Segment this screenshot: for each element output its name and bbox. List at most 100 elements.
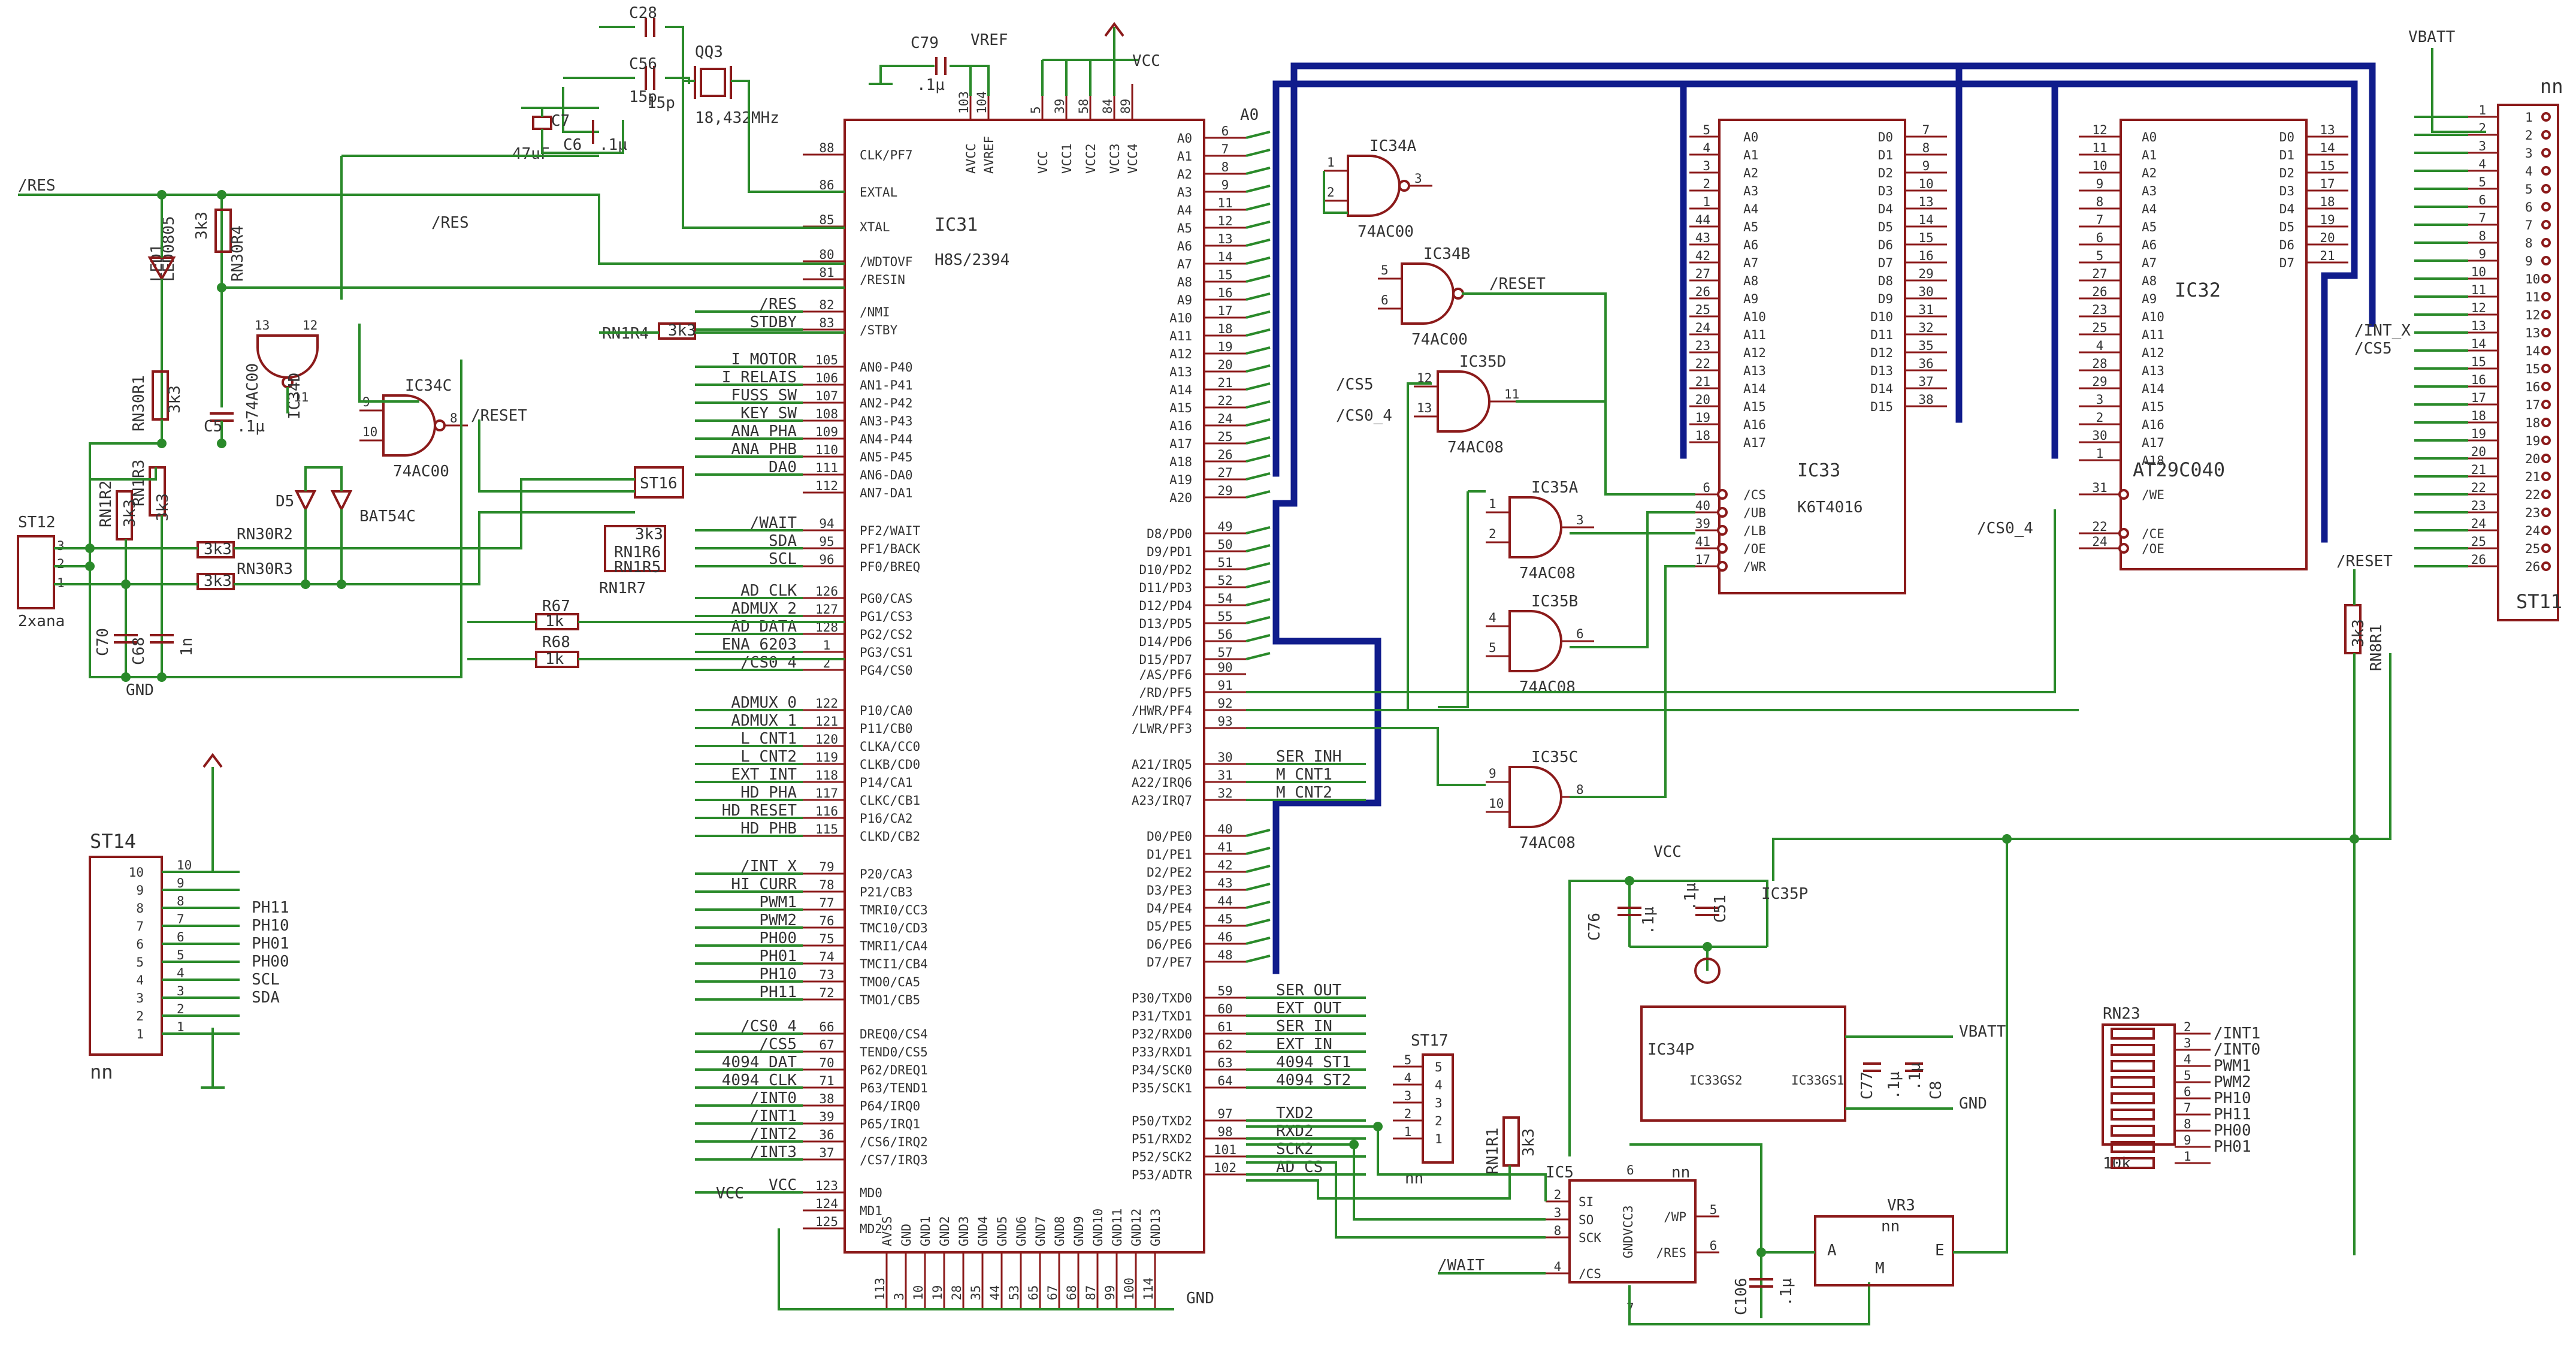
ic31-right-pin-name: A2 (1177, 167, 1192, 182)
ic31-left-pin-name: P64/IRQ0 (860, 1099, 920, 1113)
ic33-addr-pin-num: 24 (1695, 321, 1710, 335)
ic31-left-pin-name: PG1/CS3 (860, 609, 913, 624)
rn23-net: /INT1 (2214, 1025, 2260, 1043)
spi-sck-wire (1246, 1161, 1546, 1239)
reset-network: /RES /RES 3k3 RN30R4 LED0805 LED1 C5 .1µ… (18, 155, 845, 699)
ic31-bus-entry (1245, 937, 1271, 945)
ic31-right-pin-num: 61 (1217, 1020, 1232, 1034)
ic31-right-pin-name: D12/PD4 (1139, 599, 1192, 613)
gate-name: IC34A (1369, 137, 1417, 155)
st14-net: PH11 (252, 899, 289, 917)
gate-body (1508, 766, 1562, 828)
ic31-left-pin-name: AN5-P45 (860, 450, 913, 464)
rn30r4-value: 3k3 (193, 212, 211, 240)
ic31-top-pin-name: AVCC (964, 143, 978, 174)
ic32-data-pin-num: 20 (2320, 231, 2335, 245)
ic31-right-pin-name: /LWR/PF3 (1132, 721, 1192, 736)
c79-name: C79 (911, 34, 939, 52)
st11-pin-label: 7 (2525, 218, 2533, 232)
ic31-right-pin-num: 40 (1217, 822, 1232, 836)
ic5-left-pin-name: /CS (1579, 1267, 1601, 1281)
ic32-addr-pin-name: A8 (2142, 274, 2157, 288)
rn23-pin-num: 4 (2184, 1052, 2191, 1067)
gnd-bottom-label: GND (1186, 1289, 1214, 1307)
vr3-regulator: VR3 nn A M E (1761, 653, 2391, 1287)
ic32-ctrl-pin-name: /CE (2142, 527, 2164, 541)
rn23-resistor (2111, 1092, 2155, 1104)
st17-pin-label: 3 (1435, 1096, 1443, 1110)
ic31-right-pin-num: 101 (1214, 1143, 1236, 1157)
ic31-right-pin-name: P30/TXD0 (1132, 991, 1192, 1005)
gate-name: IC34B (1423, 245, 1470, 263)
c5-value: .1µ (237, 418, 265, 436)
ic31-bottom-pin-num: 53 (1007, 1285, 1021, 1300)
gate-pin-num: 5 (1489, 641, 1496, 655)
ic31-left-pin-num: 123 (815, 1179, 838, 1193)
ic31-bottom-pin-num: 87 (1084, 1285, 1098, 1300)
st11-pin-num: 17 (2471, 391, 2486, 405)
ic33-addr-pin-num: 22 (1695, 357, 1710, 371)
ic32-data-pin-num: 14 (2320, 141, 2335, 155)
st11-pin-label: 25 (2525, 542, 2540, 556)
st11-pin-marker (2541, 436, 2551, 445)
ic31-bottom-pin-num: 65 (1026, 1285, 1041, 1300)
gate-out-wires (1570, 511, 1695, 798)
st14-net: PH10 (252, 917, 289, 935)
ic31-left-pin-num: 70 (819, 1056, 834, 1070)
ic31-bus-entry (1245, 418, 1271, 427)
c78-value: .1µ (1885, 1071, 1903, 1100)
ic31-left-pin-num: 117 (815, 786, 838, 801)
ic31-left-pin-num: 116 (815, 804, 838, 819)
ic31-type: H8S/2394 (935, 251, 1009, 269)
ic32-addr-pin-num: 3 (2096, 392, 2104, 407)
ic31-left-pin-name: P63/TEND1 (860, 1081, 928, 1095)
ic31-right-pin-num: 45 (1217, 912, 1232, 926)
ic33gs1-name: IC33GS1 (1791, 1073, 1845, 1088)
ic31-left-pin-num: 125 (815, 1215, 838, 1229)
gate-body (1401, 262, 1455, 325)
c5-name: C5 (204, 418, 222, 436)
gate-pin-num: 12 (303, 318, 318, 333)
ic31-left-pin-name: /STBY (860, 323, 898, 337)
c28-value: 15p (629, 88, 657, 106)
ic33-data-pin-num: 35 (1918, 339, 1933, 353)
ic32-addr-pin-num: 11 (2092, 141, 2107, 155)
rn23-resistor (2111, 1028, 2155, 1040)
st12-value: 2xana (18, 612, 65, 630)
gate-type: 74AC08 (1519, 834, 1576, 852)
ic31-right-pin-num: 41 (1217, 840, 1232, 854)
st11-pin-num: 21 (2471, 463, 2486, 477)
ic31-left-pin-name: AN2-P42 (860, 396, 913, 410)
rn1r6-name: RN1R6 (614, 543, 661, 561)
ic31-right-pin-num: 14 (1217, 250, 1232, 264)
vr3-pin-e: E (1935, 1242, 1945, 1260)
ic33-data-pin-num: 32 (1918, 321, 1933, 335)
st11-pin-label: 20 (2525, 452, 2540, 466)
ic31-mcu: IC31 H8S/2394 CLK/PF788EXTAL86XTAL85/WDT… (695, 84, 1366, 1309)
ic32-addr-pin-name: A4 (2142, 202, 2157, 216)
ic31-right-pin-num: 19 (1217, 340, 1232, 354)
st11-pin-label: 22 (2525, 488, 2540, 502)
gate-pin-num: 11 (294, 390, 309, 404)
ic31-right-pin-name: A11 (1169, 329, 1192, 343)
qq3-value: 18,432MHz (695, 109, 779, 127)
st11-pin-num: 3 (2478, 139, 2486, 153)
ic31-right-pin-name: A3 (1177, 185, 1192, 200)
rn23-resistor (2111, 1141, 2155, 1153)
ic32-addr-pin-num: 8 (2096, 195, 2104, 209)
vbatt-mid-label: VBATT (1959, 1023, 2006, 1041)
gate-type: 74AC08 (1519, 678, 1576, 696)
ic33-data-pin-name: D14 (1870, 382, 1893, 396)
ic33-data-pin-num: 36 (1918, 357, 1933, 371)
ic32-addr-pin-num: 1 (2096, 446, 2104, 461)
ic31-right-pin-name: D6/PE6 (1147, 937, 1192, 952)
ic31-right-pin-num: 57 (1217, 645, 1232, 660)
ic32-addr-pin-name: A7 (2142, 256, 2157, 270)
rn23-pin-num: 2 (2184, 1020, 2191, 1034)
ic33-addr-pin-name: A17 (1743, 436, 1766, 450)
ic31-right-pin-num: 91 (1217, 678, 1232, 693)
gate-pin-num: 6 (1576, 627, 1584, 641)
ic32-data-pin-num: 19 (2320, 213, 2335, 227)
ic31-left-pin-name: P14/CA1 (860, 775, 913, 790)
ic31-left-pin-name: TMCI1/CB4 (860, 957, 928, 971)
